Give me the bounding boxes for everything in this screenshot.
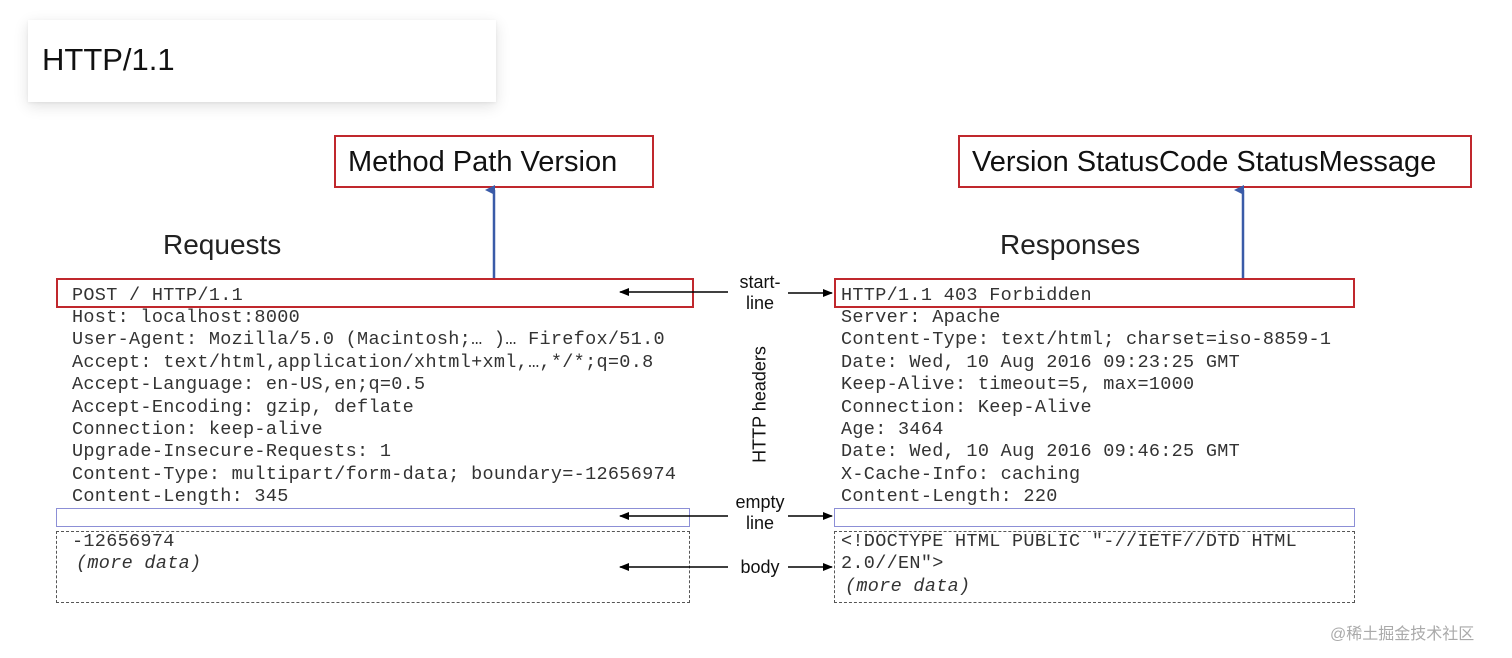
empty-line-label-part: empty [735, 492, 785, 512]
request-header-line: Content-Type: multipart/form-data; bound… [72, 463, 677, 485]
response-header-line: Keep-Alive: timeout=5, max=1000 [841, 374, 1195, 396]
empty-line-label: empty line [726, 492, 794, 534]
response-body-box [834, 531, 1355, 603]
response-body-line: 2.0//EN"> [841, 553, 944, 575]
request-header-line: Upgrade-Insecure-Requests: 1 [72, 441, 392, 463]
response-start-line-box [834, 278, 1355, 308]
request-body-more: (more data) [76, 553, 202, 575]
response-header-line: Content-Type: text/html; charset=iso-885… [841, 329, 1332, 351]
request-body-line: -12656974 [72, 531, 175, 552]
response-header-line: Connection: Keep-Alive [841, 396, 1092, 418]
body-label: body [740, 557, 780, 577]
start-line-label-part: line [745, 293, 775, 313]
request-header-line: Connection: keep-alive [72, 419, 323, 441]
start-line-label: start- line [730, 272, 790, 314]
responses-heading: Responses [1000, 229, 1141, 260]
request-header-line: Content-Length: 345 [72, 486, 289, 508]
request-start-line-box [56, 278, 694, 308]
response-header-line: Server: Apache [841, 307, 1001, 328]
response-header-line: Age: 3464 [841, 419, 944, 441]
request-header-line: Host: localhost:8000 [72, 307, 301, 328]
request-header-line: Accept-Language: en-US,en;q=0.5 [72, 374, 426, 396]
request-header-line: Accept-Encoding: gzip, deflate [72, 396, 415, 418]
response-body: <!DOCTYPE HTML PUBLIC "-//IETF//DTD HTML… [841, 531, 1297, 598]
request-start-line: POST / HTTP/1.1 [72, 285, 244, 306]
title-card: HTTP/1.1 [28, 20, 496, 102]
request-header-line: Accept: text/html,application/xhtml+xml,… [72, 351, 654, 373]
request-headers: Host: localhost:8000 User-Agent: Mozilla… [72, 307, 676, 509]
empty-line-label-part: line [745, 513, 775, 533]
response-header-line: Content-Length: 220 [841, 486, 1058, 508]
response-body-more: (more data) [845, 575, 971, 597]
response-empty-line-box [834, 508, 1355, 527]
response-header-line: Date: Wed, 10 Aug 2016 09:23:25 GMT [841, 351, 1241, 373]
request-empty-line-box [56, 508, 690, 527]
watermark: @稀土掘金技术社区 [1330, 626, 1475, 643]
response-headers: Server: Apache Content-Type: text/html; … [841, 307, 1331, 509]
request-body: -12656974 (more data) [72, 531, 201, 576]
response-start-line: HTTP/1.1 403 Forbidden [841, 285, 1092, 306]
response-format-label: Version StatusCode StatusMessage [958, 135, 1472, 188]
response-body-line: <!DOCTYPE HTML PUBLIC "-//IETF//DTD HTML [841, 531, 1298, 552]
page-title: HTTP/1.1 [42, 42, 175, 77]
response-header-line: Date: Wed, 10 Aug 2016 09:46:25 GMT [841, 441, 1241, 463]
request-header-line: User-Agent: Mozilla/5.0 (Macintosh;… )… … [72, 329, 665, 351]
requests-heading: Requests [163, 229, 282, 260]
response-header-line: X-Cache-Info: caching [841, 463, 1081, 485]
start-line-label-part: start- [739, 272, 781, 292]
